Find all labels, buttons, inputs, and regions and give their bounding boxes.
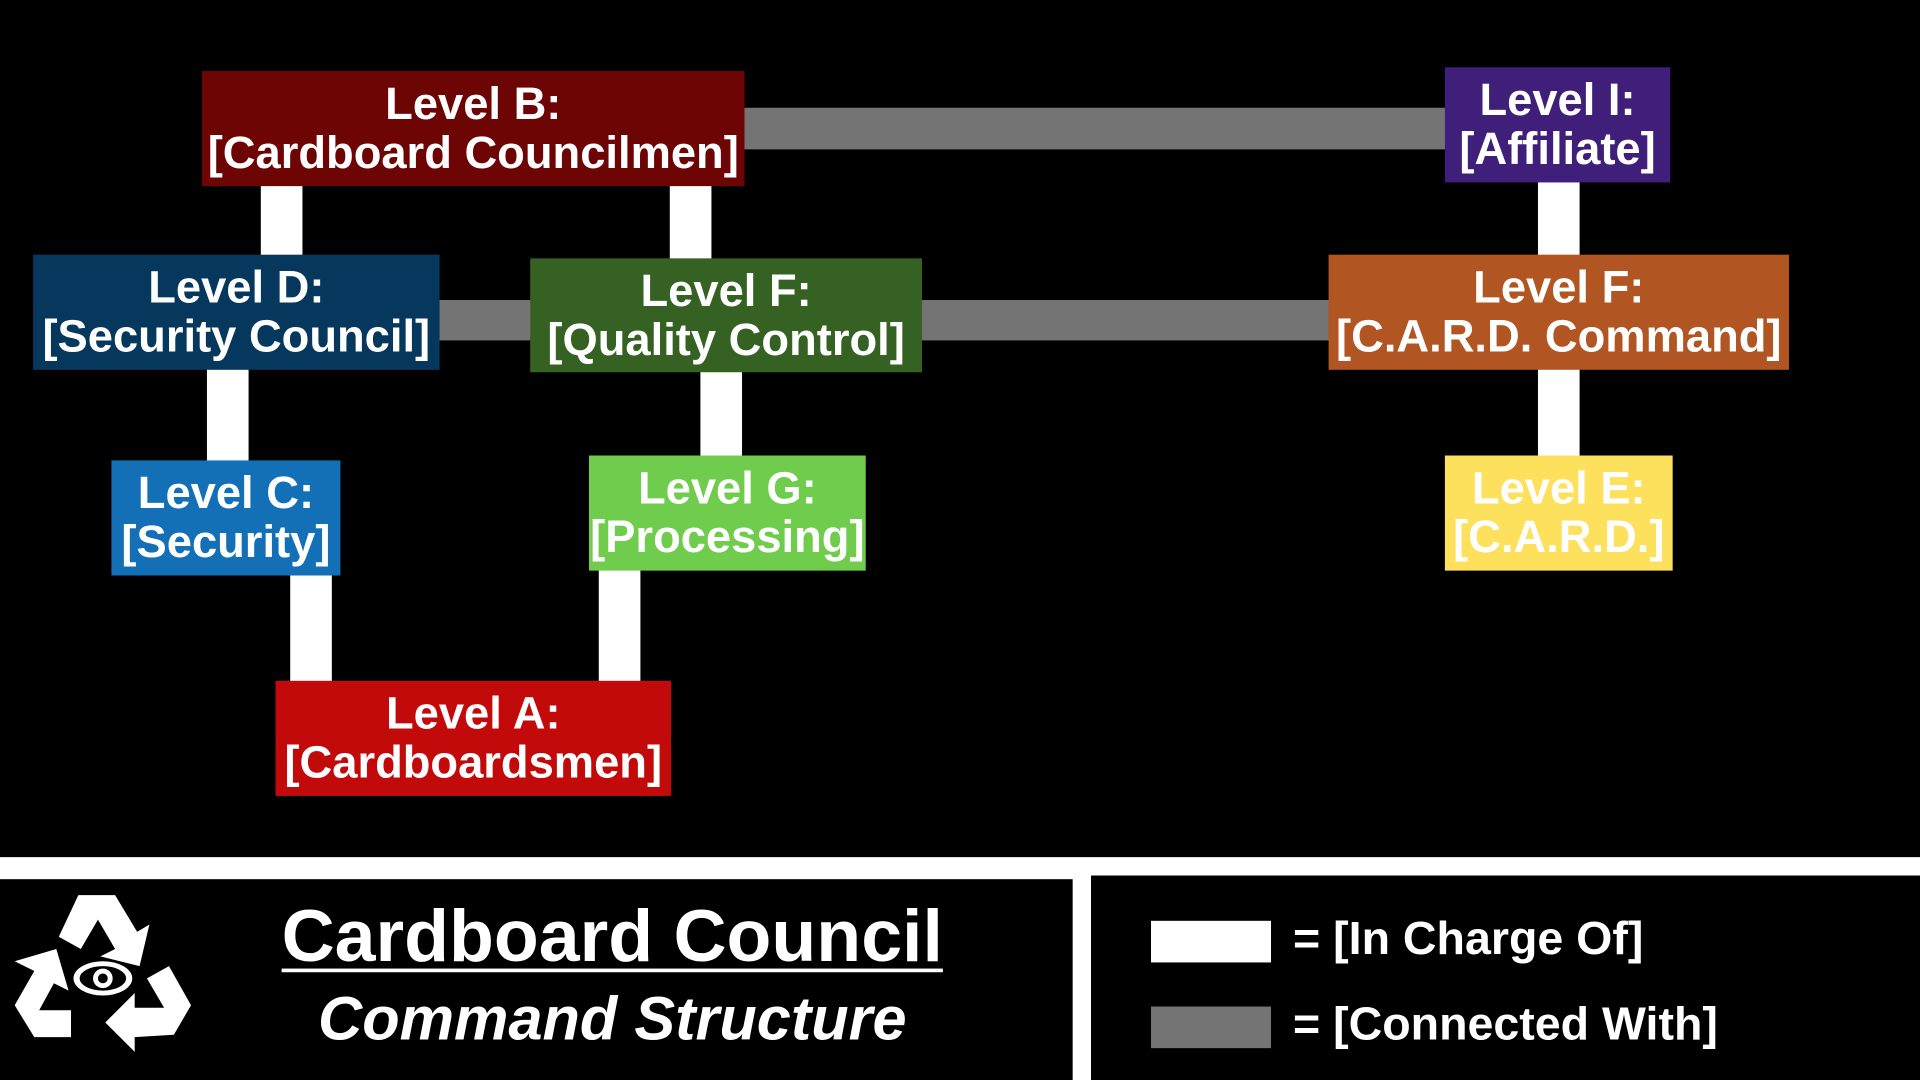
node-level-f-quality-name: [Quality Control] xyxy=(547,314,905,365)
node-level-c-name: [Security] xyxy=(121,516,331,567)
node-level-f-command-name: [C.A.R.D. Command] xyxy=(1336,311,1782,362)
connector-f-command-to-e xyxy=(1537,367,1580,460)
node-level-f-card-command: Level F: [C.A.R.D. Command] xyxy=(1328,254,1789,370)
node-level-b-title: Level B: xyxy=(385,78,562,129)
node-level-g: Level G: [Processing] xyxy=(588,455,866,571)
node-level-g-title: Level G: xyxy=(637,462,817,514)
node-level-f-quality-control: Level F: [Quality Control] xyxy=(530,258,923,373)
connector-d-to-c xyxy=(206,367,249,463)
node-level-e-title: Level E: xyxy=(1471,462,1646,514)
node-level-d-name: [Security Council] xyxy=(42,311,431,362)
node-level-c: Level C: [Security] xyxy=(111,460,341,576)
node-level-b-name: [Cardboard Councilmen] xyxy=(207,127,739,178)
footer-title: Cardboard Council xyxy=(281,895,943,978)
recycle-eye-icon xyxy=(14,895,192,1052)
connector-b-to-d xyxy=(260,183,303,258)
legend-label-connected-with: = [Connected With] xyxy=(1293,999,1718,1051)
node-level-b: Level B: [Cardboard Councilmen] xyxy=(202,71,745,187)
connector-c-to-a xyxy=(290,573,332,684)
node-level-d-title: Level D: xyxy=(148,262,325,313)
node-level-a-name: [Cardboardsmen] xyxy=(284,737,663,788)
connector-b-to-i xyxy=(740,107,1449,150)
node-level-e: Level E: [C.A.R.D.] xyxy=(1444,455,1673,571)
legend-label-in-charge-of: = [In Charge Of] xyxy=(1293,913,1644,965)
node-level-a: Level A: [Cardboardsmen] xyxy=(275,680,672,796)
connector-b-to-f-quality xyxy=(669,183,712,261)
node-level-c-title: Level C: xyxy=(137,467,315,518)
footer-subtitle: Command Structure xyxy=(317,984,907,1054)
node-level-d: Level D: [Security Council] xyxy=(33,254,440,370)
legend-swatch-in-charge-of xyxy=(1151,920,1272,963)
connector-g-to-a xyxy=(598,568,641,684)
node-level-i-name: [Affiliate] xyxy=(1459,123,1656,174)
connector-i-to-f-command xyxy=(1537,180,1580,258)
node-level-i: Level I: [Affiliate] xyxy=(1444,67,1671,183)
connector-d-to-f-quality xyxy=(437,300,533,341)
connector-f-quality-to-f-command xyxy=(918,300,1333,341)
node-level-f-quality-title: Level F: xyxy=(640,265,812,316)
node-level-a-title: Level A: xyxy=(385,688,561,739)
legend-swatch-connected-with xyxy=(1151,1006,1272,1049)
connector-f-quality-to-g xyxy=(700,369,743,460)
node-level-i-title: Level I: xyxy=(1479,74,1636,125)
footer-title-panel xyxy=(0,879,1073,1080)
node-level-g-name: [Processing] xyxy=(590,511,865,563)
node-level-f-command-title: Level F: xyxy=(1473,262,1645,313)
node-level-e-name: [C.A.R.D.] xyxy=(1453,511,1665,563)
